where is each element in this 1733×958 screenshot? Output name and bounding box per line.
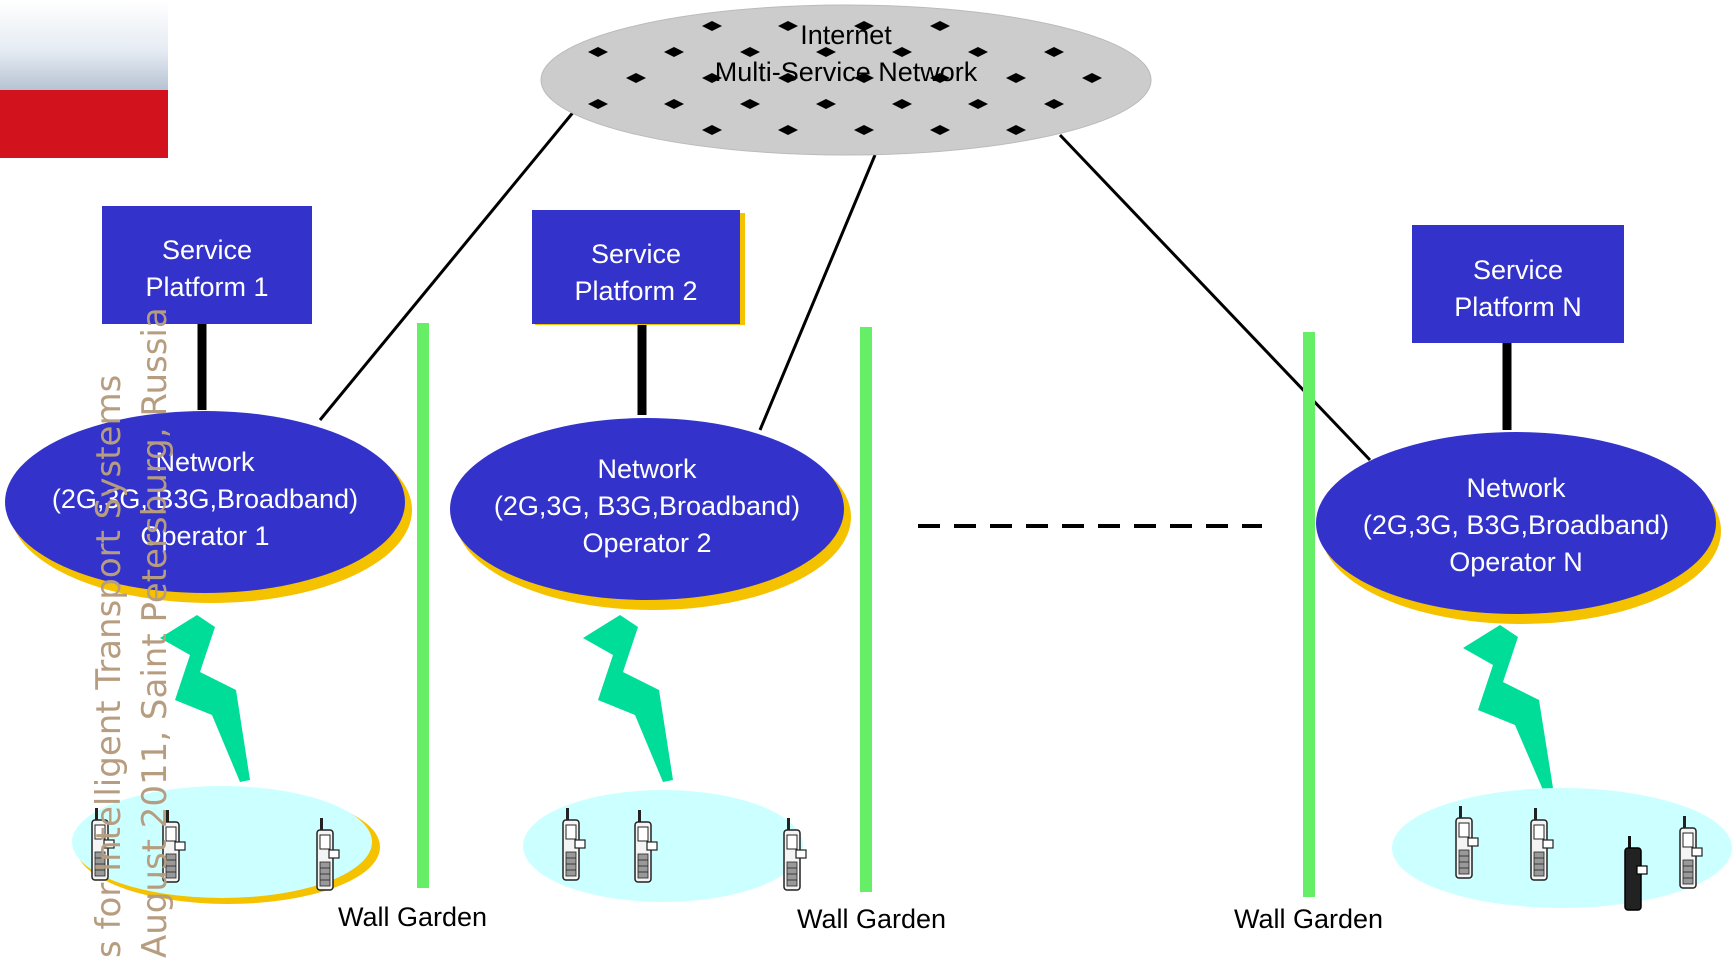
side-footer-text: s for Intelligent Transport Systems Augu…	[86, 307, 178, 958]
wireless-link-n	[1463, 625, 1553, 790]
cloud-diamond	[702, 125, 722, 135]
platform-2-line1: Service	[590, 239, 682, 269]
network-2-line3: Operator 2	[582, 528, 712, 558]
network-operator-2-label: Network (2G,3G, B3G,Broadband) Operator …	[457, 451, 837, 562]
service-platform-1-label: Service Platform 1	[102, 232, 312, 306]
network-n-line2: (2G,3G, B3G,Broadband)	[1362, 510, 1670, 540]
network-operator-1-label: Network (2G,3G, B3G,Broadband) Operator …	[15, 444, 395, 555]
wall-garden-label-1: Wall Garden	[338, 902, 488, 932]
service-platform-2-label: Service Platform 2	[532, 236, 740, 310]
device-cloud-1	[72, 786, 380, 904]
network-n-line1: Network	[1466, 473, 1566, 503]
cloud-diamond	[968, 99, 988, 109]
platform-1-line2: Platform 1	[145, 272, 269, 302]
cloud-diamond	[778, 21, 798, 31]
cloud-diamond	[588, 99, 608, 109]
cloud-diamond	[740, 99, 760, 109]
cloud-diamond	[968, 47, 988, 57]
service-platform-n-label: Service Platform N	[1412, 252, 1624, 326]
cloud-diamond	[664, 47, 684, 57]
platform-n-line1: Service	[1472, 255, 1564, 285]
cloud-diamond	[778, 73, 798, 83]
cloud-diamond	[854, 73, 874, 83]
cloud-diamond	[930, 125, 950, 135]
network-n-line3: Operator N	[1449, 547, 1583, 577]
wall-garden-label-2: Wall Garden	[797, 904, 947, 934]
cloud-diamond	[664, 99, 684, 109]
network-2-line1: Network	[597, 454, 697, 484]
cloud-diamond	[1006, 73, 1026, 83]
wall-garden-bar-1	[417, 323, 429, 888]
cloud-diamond	[1082, 73, 1102, 83]
network-operator-n	[1316, 432, 1721, 624]
service-platform-n	[1412, 225, 1624, 343]
cloud-diamond	[778, 125, 798, 135]
diagram-svg	[0, 0, 1732, 911]
platform-1-line1: Service	[161, 235, 253, 265]
platform-n-line2: Platform N	[1454, 292, 1582, 322]
cloud-diamond	[892, 47, 912, 57]
wireless-link-1	[160, 615, 250, 782]
wall-garden-label-3: Wall Garden	[1234, 904, 1384, 934]
network-1-line2: (2G,3G, B3G,Broadband)	[51, 484, 359, 514]
service-platform-1	[102, 206, 312, 324]
cloud-diamond	[588, 47, 608, 57]
cloud-diamond	[892, 99, 912, 109]
side-footer-line1: s for Intelligent Transport Systems	[89, 374, 129, 958]
internet-cloud-label: Internet Multi-Service Network	[646, 17, 1046, 91]
wireless-link-2	[583, 615, 673, 782]
cloud-diamond	[930, 73, 950, 83]
side-footer-line2: August 2011, Saint Petersburg, Russia	[135, 307, 175, 958]
cloud-diamond	[1006, 125, 1026, 135]
cloud-diamond	[1044, 47, 1064, 57]
service-platform-2	[532, 210, 745, 325]
platform-2-line2: Platform 2	[574, 276, 698, 306]
logo-fragment	[0, 0, 168, 158]
cloud-diamond	[930, 21, 950, 31]
network-operator-n-label: Network (2G,3G, B3G,Broadband) Operator …	[1326, 470, 1706, 581]
network-1-line3: Operator 1	[140, 521, 270, 551]
wall-garden-bar-3	[1303, 332, 1315, 897]
device-cloud-n	[1392, 788, 1732, 908]
cloud-diamond	[816, 99, 836, 109]
network-1-line1: Network	[155, 447, 255, 477]
cloud-diamond	[740, 47, 760, 57]
internet-label-line2: Multi-Service Network	[714, 57, 978, 87]
cloud-diamond	[816, 47, 836, 57]
link-internet-operator-n	[1058, 133, 1372, 462]
cloud-diamond	[854, 125, 874, 135]
link-internet-operator-2	[758, 154, 877, 431]
device-cloud-2	[523, 790, 803, 902]
cloud-diamond	[702, 21, 722, 31]
cloud-diamond	[854, 21, 874, 31]
cloud-diamond	[626, 73, 646, 83]
internet-cloud	[540, 4, 1152, 156]
cloud-diamond	[1044, 99, 1064, 109]
internet-label-line1: Internet	[800, 20, 892, 50]
cloud-diamond	[702, 73, 722, 83]
link-internet-operator-1	[318, 109, 577, 421]
cloud-pattern	[588, 21, 1102, 135]
network-operator-1	[5, 411, 412, 603]
network-operator-2	[450, 418, 851, 610]
wall-garden-bar-2	[860, 327, 872, 892]
network-2-line2: (2G,3G, B3G,Broadband)	[493, 491, 801, 521]
